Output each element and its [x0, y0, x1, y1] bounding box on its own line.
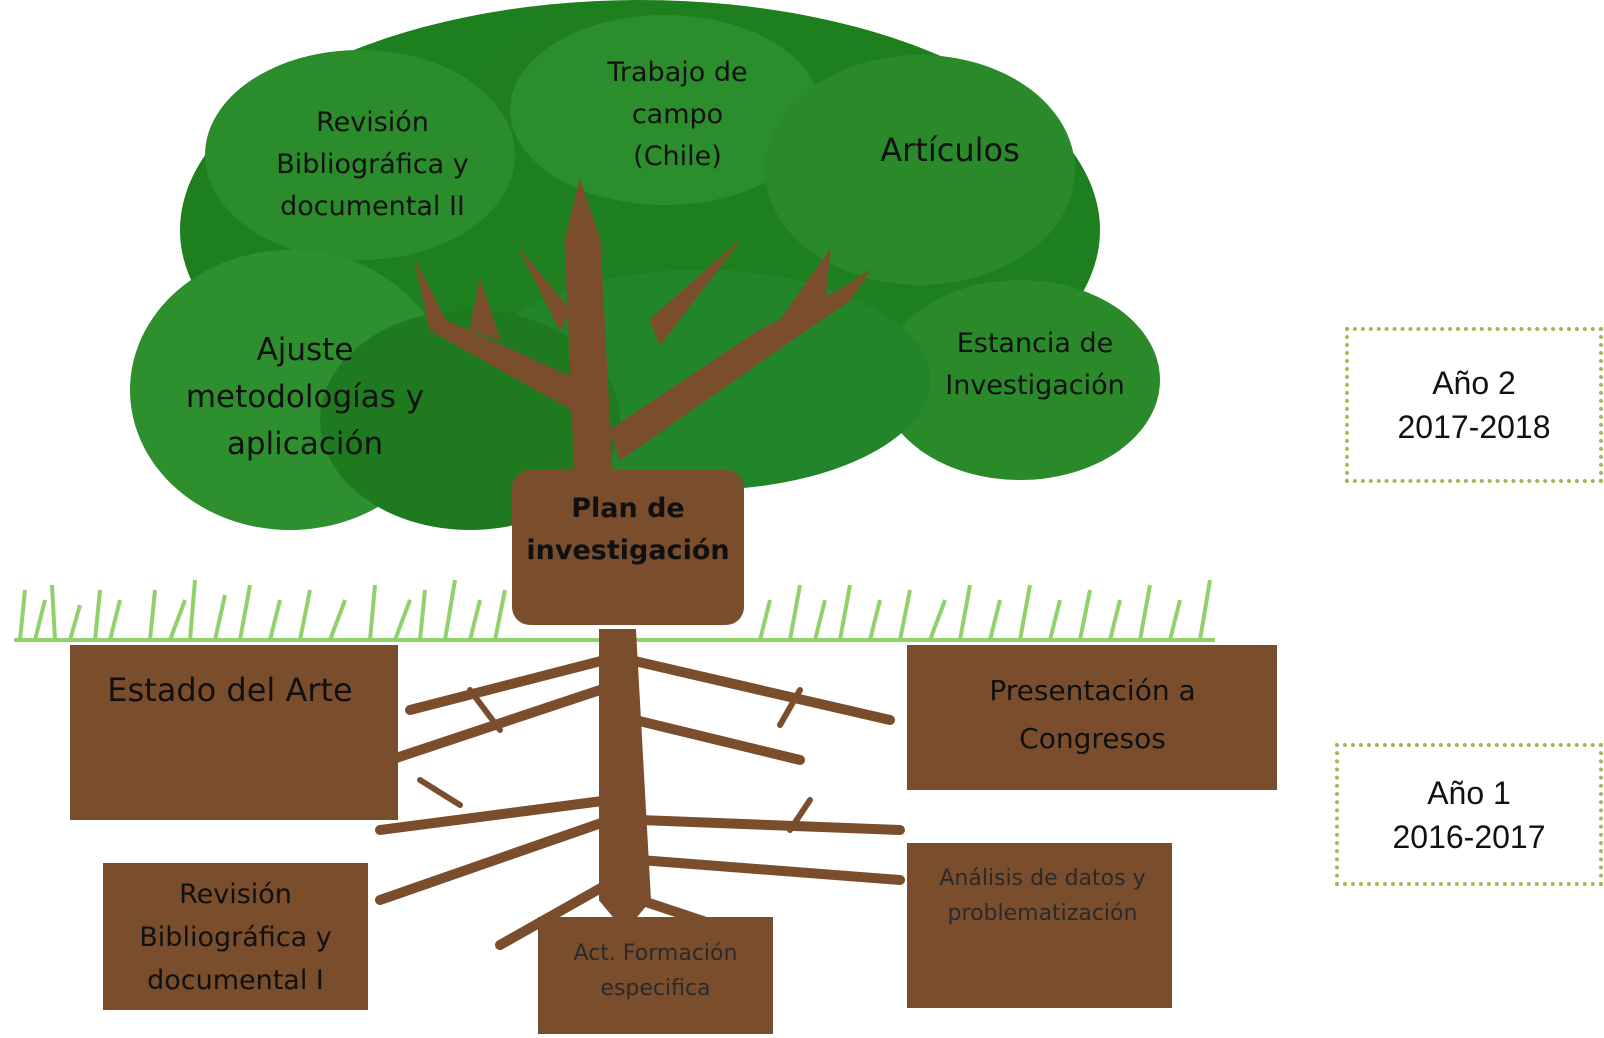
root-box-analisis: [907, 843, 1172, 1008]
tree-roots: [375, 629, 905, 950]
canopy-label-articulos: Artículos: [880, 131, 1020, 169]
root-label-estado-arte: Estado del Arte: [107, 671, 353, 709]
tree-branches: [414, 178, 871, 481]
root-label-formacion: Act. Formación especifica: [573, 940, 738, 1001]
canopy-label-trabajo-campo: Trabajo de campo (Chile): [607, 57, 748, 172]
canopy-label-revision-ii: Revisión Bibliográfica y documental II: [276, 107, 469, 222]
root-label-congresos: Presentación a Congresos: [989, 674, 1196, 755]
canopy-label-ajuste: Ajuste metodologías y aplicación: [185, 332, 425, 462]
year-1-box: Año 1 2016-2017: [1335, 743, 1603, 886]
root-label-revision-i: Revisión Bibliográfica y documental I: [139, 879, 332, 996]
year-2-box: Año 2 2017-2018: [1345, 327, 1603, 483]
root-box-formacion: [538, 917, 773, 1034]
trunk-plan-box: [512, 470, 744, 625]
root-box-revision-i: [103, 863, 368, 1010]
canopy-label-estancia: Estancia de Investigación: [945, 328, 1125, 401]
root-box-estado-arte: [70, 645, 398, 820]
root-label-analisis: Análisis de datos y problematización: [939, 865, 1146, 926]
trunk-plan-label: Plan de investigación: [526, 493, 730, 566]
root-box-congresos: [907, 645, 1277, 790]
